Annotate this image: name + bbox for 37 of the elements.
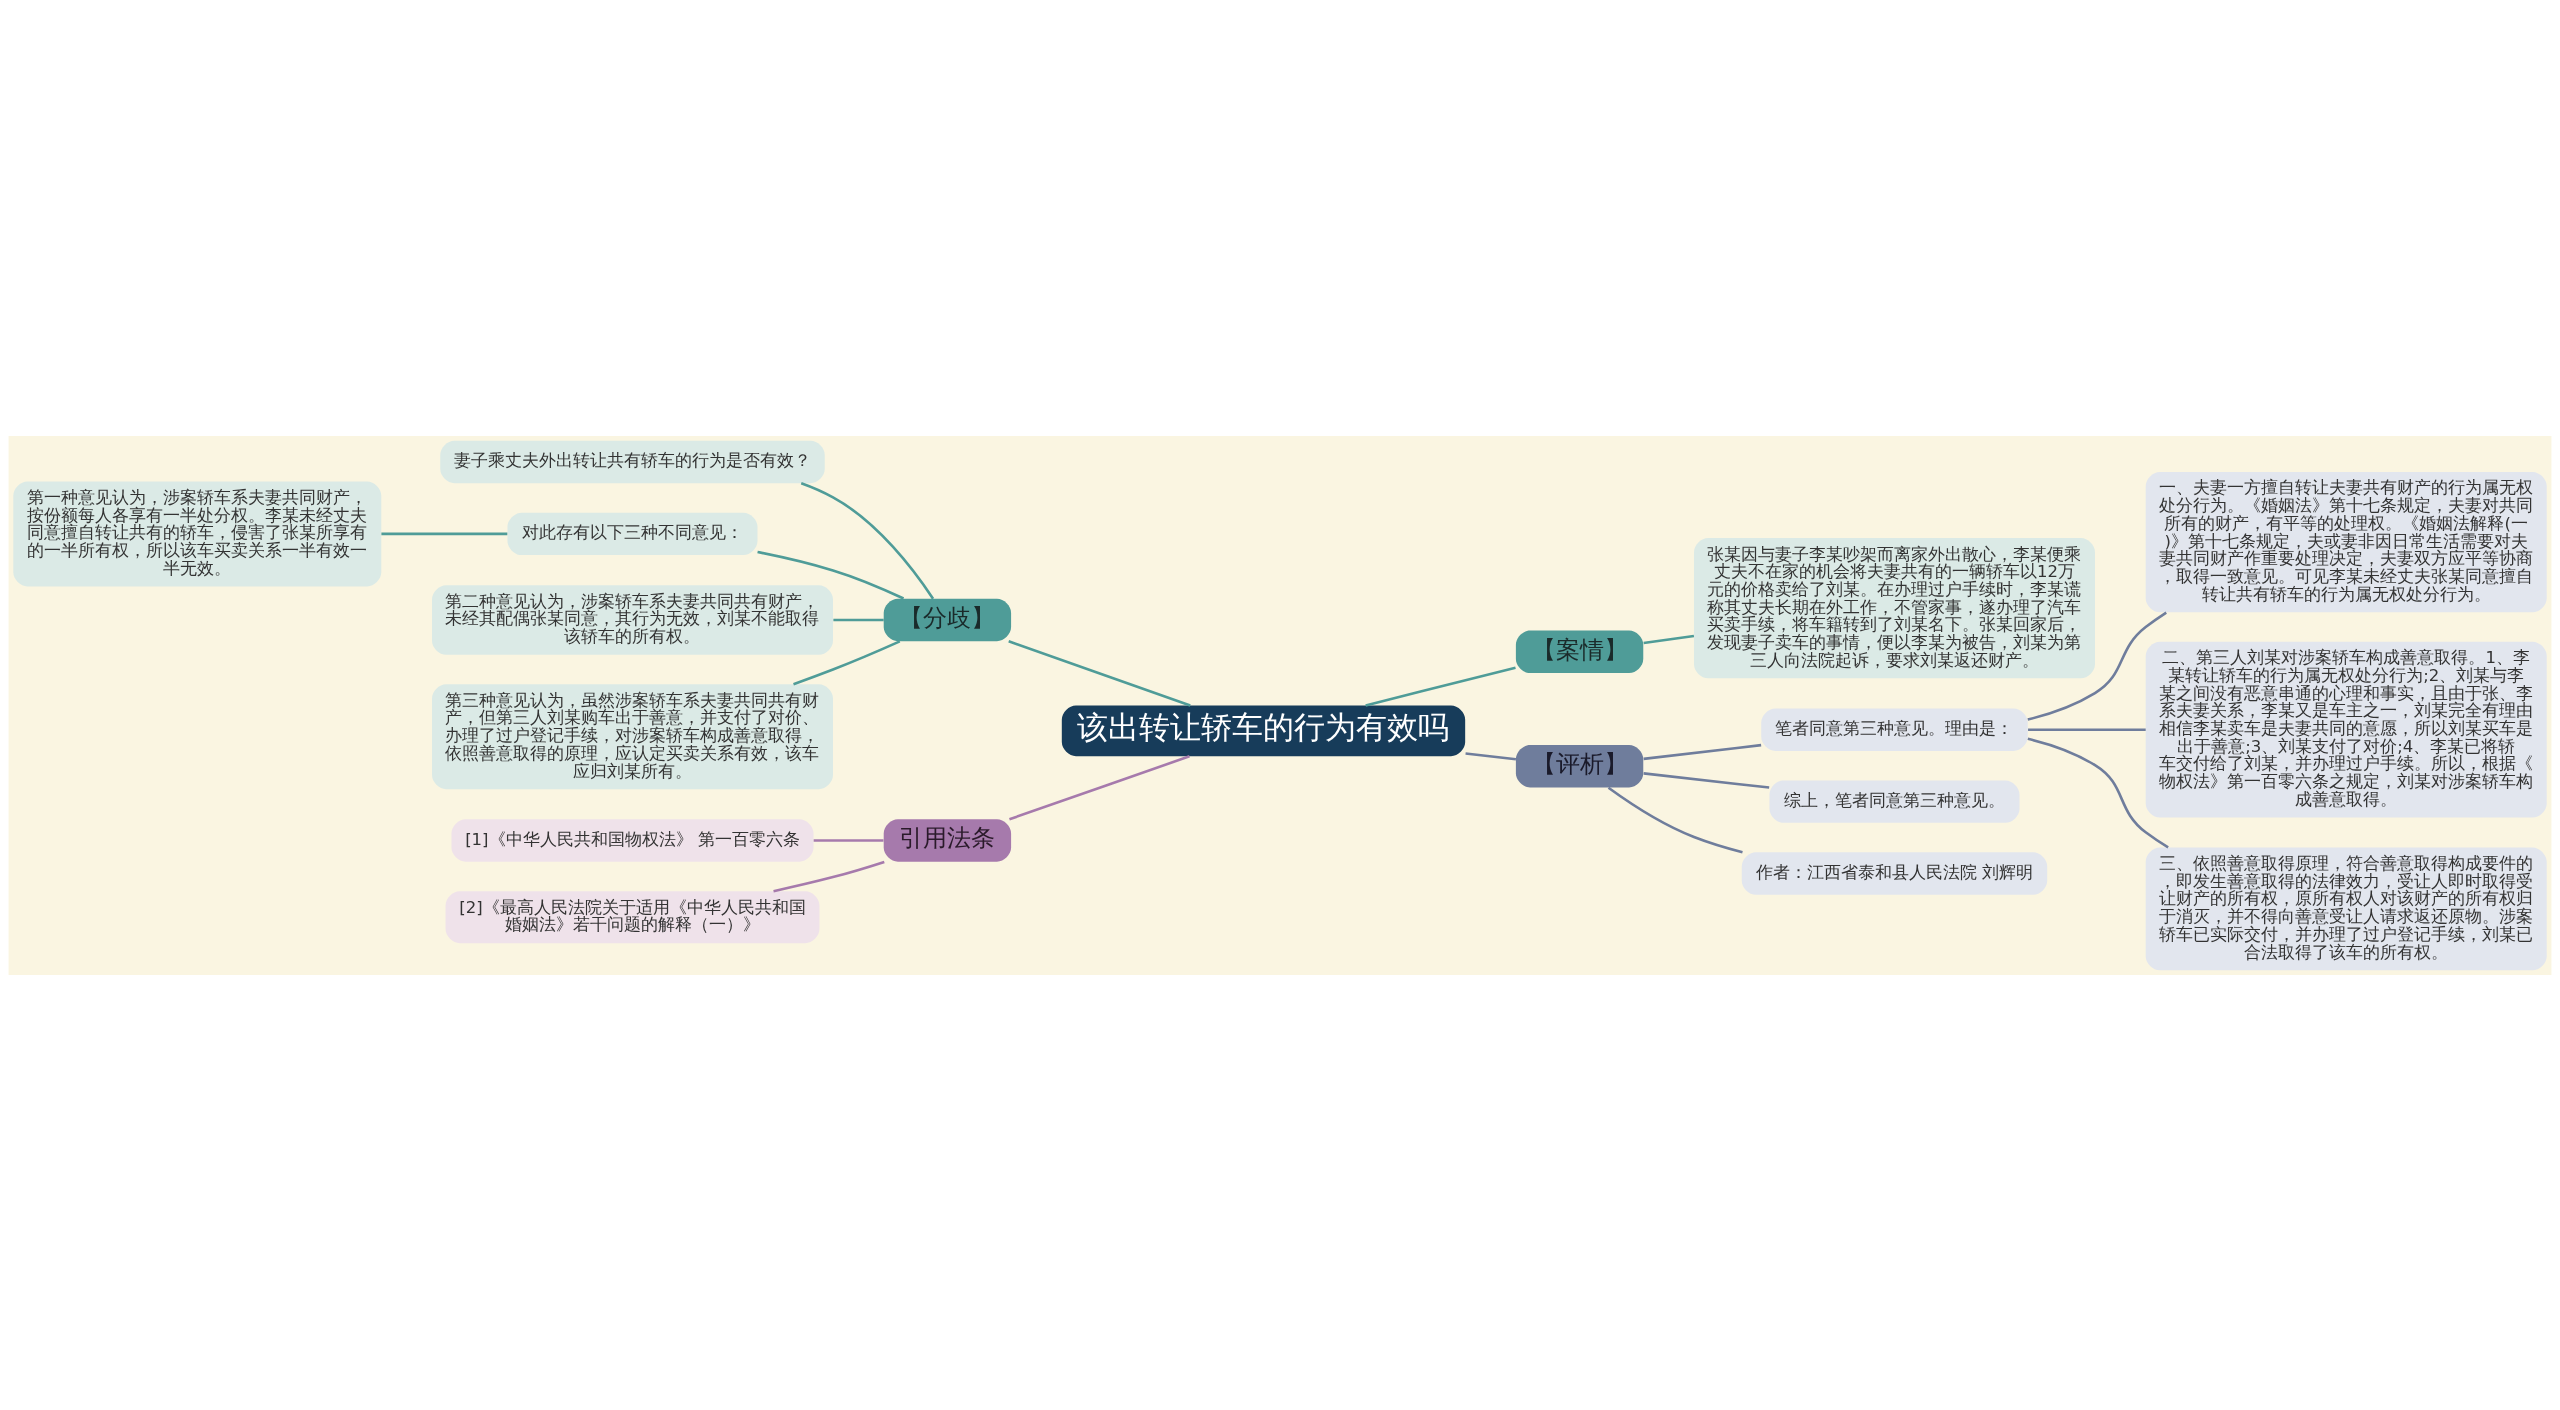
node-box: 第二种意见认为，涉案轿车系夫妻共同共有财产，未经其配偶张某同意，其行为无效，刘某不能取得该轿车的所有权。 <box>432 584 833 655</box>
connector <box>1465 751 1517 760</box>
connector <box>793 639 901 685</box>
connector <box>813 838 884 842</box>
node-box: 张某因与妻子李某吵架而离家外出散心，李某便乘丈夫不在家的机会将夫妻共有的一辆轿车以12万元的价格卖给了刘某。在办理过户手续时，李某谎称其丈夫长期在外工作，不管家事，遂办理了汽车买卖手续，将车籍转到了刘某名下。张某回家后，发现妻子卖车的事情，便以李某为被告，刘某为第三人向法院起诉，要求刘某返还财产。 <box>1694 537 2095 678</box>
node-box: 该出转让轿车的行为有效吗 <box>1061 705 1466 756</box>
node-box: 【评析】 <box>1515 744 1644 787</box>
connector <box>2027 737 2169 848</box>
connector <box>1009 754 1190 820</box>
connector <box>1643 771 1770 789</box>
connector <box>1643 743 1762 760</box>
connector <box>757 550 905 600</box>
connector <box>1643 634 1695 644</box>
node-box: 第三种意见认为，虽然涉案轿车系夫妻共同共有财产，但第三人刘某购车出于善意，并支付了对价、办理了过户登记手续，对涉案轿车构成善意取得，依照善意取得的原理，应认定买卖关系有效，该车应归刘某所有。 <box>432 683 833 789</box>
node-box: 引用法条 <box>883 818 1012 862</box>
node-box: 作者：江西省泰和县人民法院 刘辉明 <box>1741 851 2048 895</box>
connector <box>1607 786 1743 853</box>
connector <box>773 860 885 892</box>
node-box: 综上，笔者同意第三种意见。 <box>1769 779 2020 823</box>
node-box: 笔者同意第三种意见。理由是： <box>1761 707 2028 751</box>
node-box: 对此存有以下三种不同意见： <box>507 512 758 555</box>
connector <box>1008 639 1191 707</box>
node-box: 【分歧】 <box>883 598 1012 641</box>
node-box: 三、依照善意取得原理，符合善意取得构成要件的，即发生善意取得的法律效力，受让人即时取得受让财产的所有权，原所有权人对该财产的所有权归于消灭，并不得向善意受让人请求返还原物。涉案轿车已实际交付，并办理了过户登记手续，刘某已合法取得了该车的所有权。 <box>2145 847 2547 970</box>
node-box: 一、夫妻一方擅自转让夫妻共有财产的行为属无权处分行为。《婚姻法》第十七条规定，夫妻对共同所有的财产，有平等的处理权。《婚姻法解释(一)》第十七条规定，夫或妻非因日常生活需要对夫妻共同财产作重要处理决定，夫妻双方应平等协商，取得一致意见。可见李某未经丈夫张某同意擅自转让共有轿车的行为属无权处分行为。 <box>2145 471 2547 612</box>
node-box: 二、第三人刘某对涉案轿车构成善意取得。1、李某转让轿车的行为属无权处分行为;2、刘某与李某之间没有恶意串通的心理和事实，且由于张、李系夫妻关系，李某又是车主之一，刘某完全有理由相信李某卖车是夫妻共同的意愿，所以刘某买车是出于善意;3、刘某支付了对价;4、李某已将轿车交付给了刘某，并办理过户手续。所以，根据《物权法》第一百零六条之规定，刘某对涉案轿车构成善意取得。 <box>2145 641 2547 818</box>
node-box: 妻子乘丈夫外出转让共有轿车的行为是否有效？ <box>440 440 825 483</box>
connector <box>2027 611 2167 721</box>
connector <box>2028 727 2146 731</box>
connector <box>833 618 884 621</box>
connector <box>381 532 508 535</box>
connector <box>800 481 935 599</box>
node-box: 第一种意见认为，涉案轿车系夫妻共同财产，按份额每人各享有一半处分权。李某未经丈夫同意擅自转让共有的轿车，侵害了张某所享有的一半所有权，所以该车买卖关系一半有效一半无效。 <box>13 480 382 586</box>
connector <box>1365 665 1516 707</box>
node-box: 【案情】 <box>1515 630 1644 673</box>
node-box: [1]《中华人民共和国物权法》 第一百零六条 <box>451 818 814 862</box>
node-box: [2]《最高人民法院关于适用《中华人民共和国婚姻法》若干问题的解释（一）》 <box>445 890 820 943</box>
